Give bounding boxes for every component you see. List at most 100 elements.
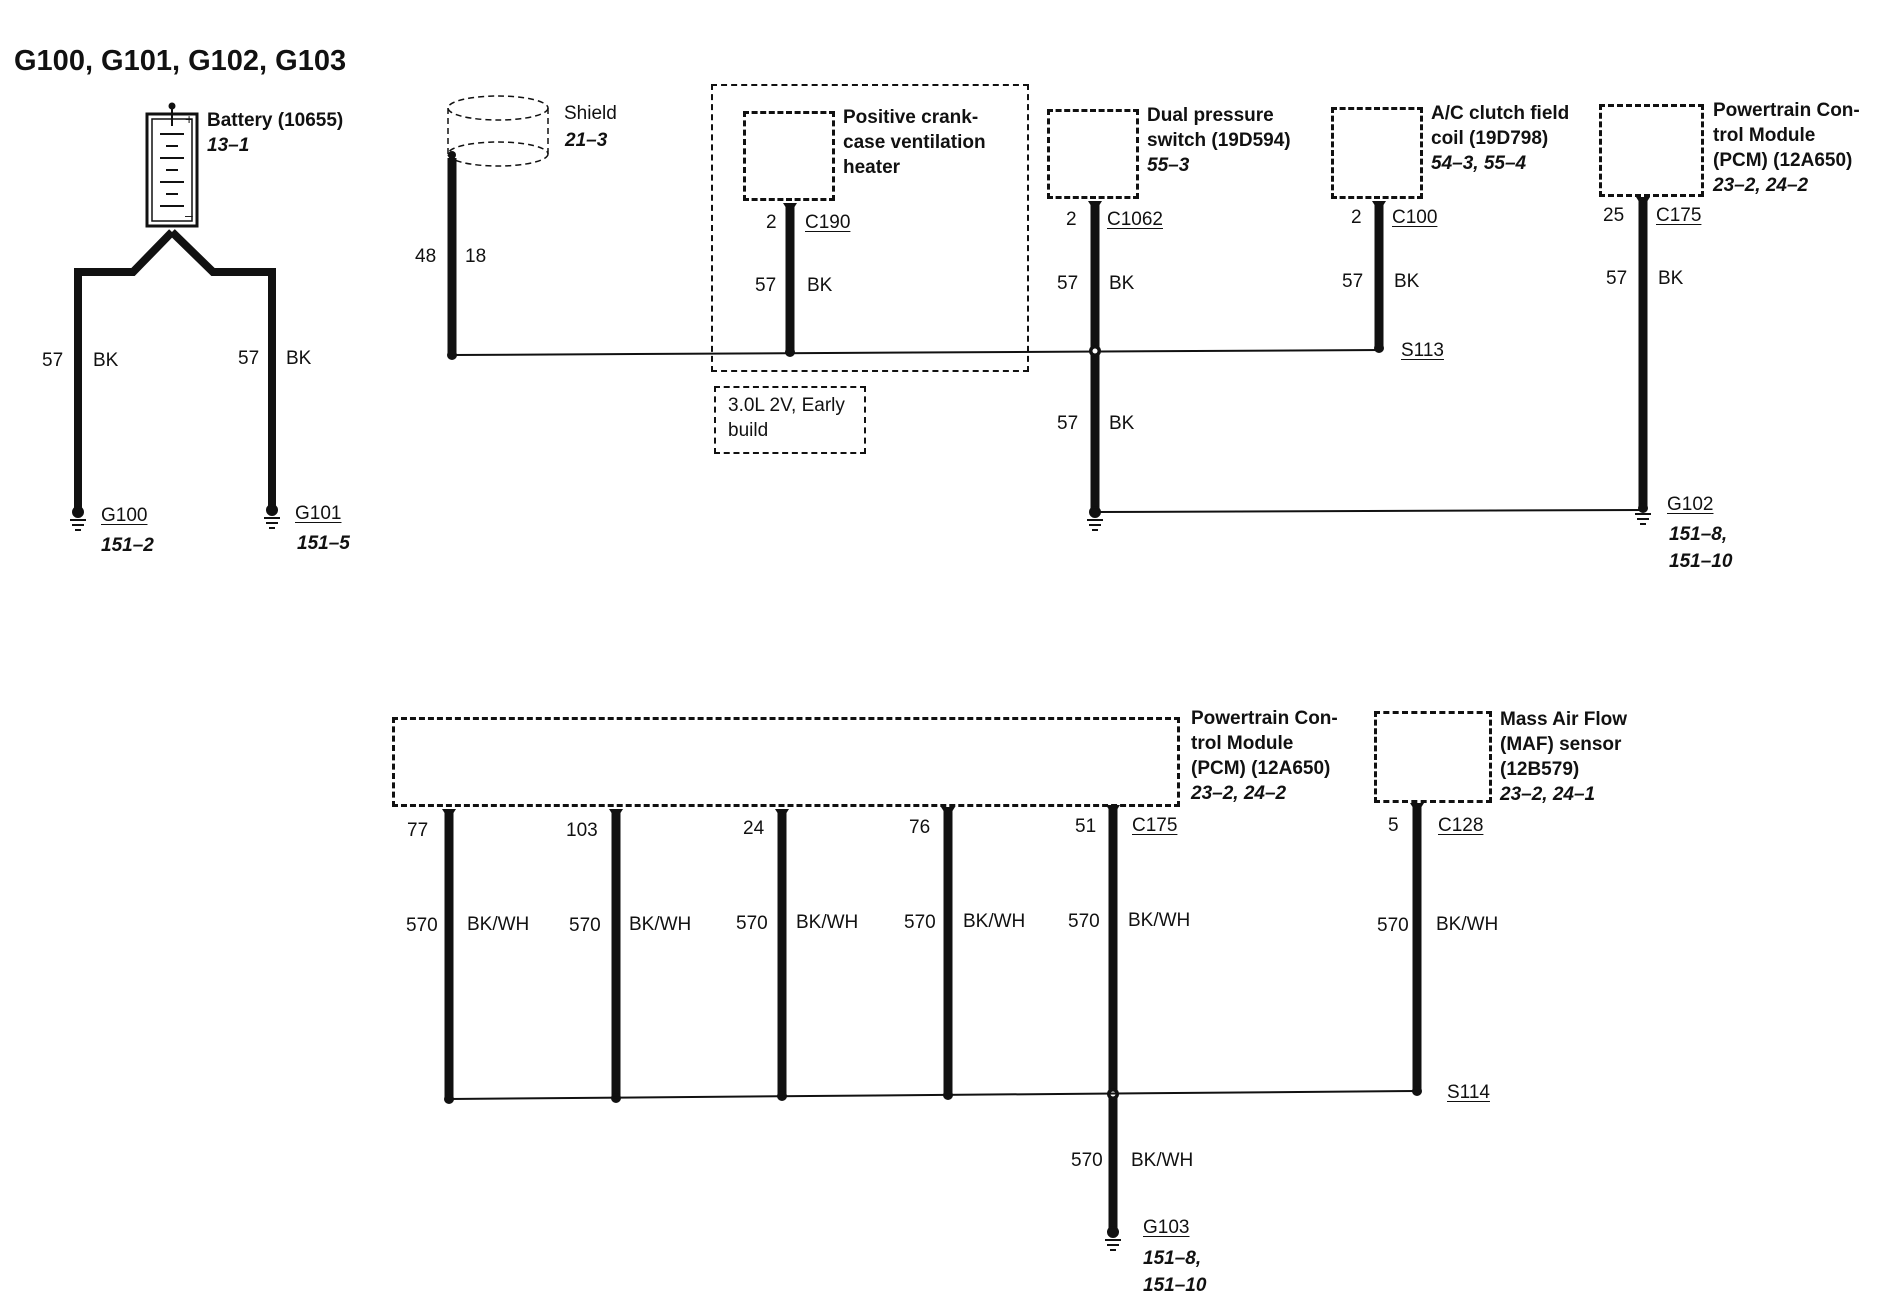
g103-ref-2: 151–10 [1143,1275,1207,1296]
pcm-bottom-box [392,717,1180,807]
pcm-bottom-color-5: BK/WH [1128,910,1191,931]
s114-color: BK/WH [1131,1150,1194,1171]
dual-pressure-name-1: Dual pressure [1147,105,1274,126]
pcm-bottom-name-3: (PCM) (12A650) [1191,758,1331,779]
maf-color: BK/WH [1436,914,1499,935]
page-title: G100, G101, G102, G103 [14,45,347,77]
pcv-circuit: 57 [755,275,777,296]
dual-pressure-name-2: switch (19D594) [1147,130,1291,151]
pcm-bottom-circuit-4: 570 [904,912,936,933]
pcm-bottom-connector: C175 [1132,815,1178,836]
shield-ref: 21–3 [565,130,608,151]
s114-circuit: 570 [1071,1150,1103,1171]
pcm-bottom-color-1: BK/WH [467,914,530,935]
dual-pressure-connector: C1062 [1107,209,1163,230]
maf-circuit: 570 [1377,915,1409,936]
dual-pressure-ref: 55–3 [1147,155,1190,176]
maf-box [1374,711,1492,803]
pcv-heater-option-box [711,84,1029,372]
pcm-bottom-name-2: trol Module [1191,733,1294,754]
dual-pressure-color: BK [1109,273,1135,294]
dual-pressure-lower-circuit: 57 [1057,413,1079,434]
dual-pressure-pin: 2 [1066,209,1077,230]
pcm-top-ref: 23–2, 24–2 [1713,175,1809,196]
pcm-top-name-2: trol Module [1713,125,1816,146]
svg-text:–: – [185,207,193,223]
pcm-top-connector: C175 [1656,205,1702,226]
pcm-bottom-color-4: BK/WH [963,911,1026,932]
g102-ref-2: 151–10 [1669,551,1733,572]
battery-ref: 13–1 [207,135,250,156]
ground-g103-symbol [1105,1226,1121,1251]
pcm-bottom-color-2: BK/WH [629,914,692,935]
pcv-connector: C190 [805,212,851,233]
dual-pressure-lower-color: BK [1109,413,1135,434]
pcv-heater-name-2: case ventilation [843,132,986,153]
maf-pin: 5 [1388,815,1399,836]
dual-pressure-circuit: 57 [1057,273,1079,294]
pcm-top-name-3: (PCM) (12A650) [1713,150,1853,171]
pcm-top-box [1599,104,1704,197]
g101-color: BK [286,348,312,369]
g101-ref: 151–5 [297,533,350,554]
pcm-bottom-circuit-2: 570 [569,915,601,936]
g100-label: G100 [101,505,148,526]
pcv-heater-box [743,111,835,201]
ground-g100-symbol [70,506,86,531]
g101-label: G101 [295,503,342,524]
svg-text:+: + [185,111,193,127]
maf-ref: 23–2, 24–1 [1500,784,1596,805]
pcv-pin: 2 [766,212,777,233]
maf-name-2: (MAF) sensor [1500,734,1622,755]
maf-name-1: Mass Air Flow [1500,709,1628,730]
g100-ref: 151–2 [101,535,154,556]
shield-pin-left: 48 [415,246,437,267]
g103-label: G103 [1143,1217,1190,1238]
pcm-bottom-circuit-3: 570 [736,913,768,934]
g100-circuit: 57 [42,350,64,371]
shield-pin-right: 18 [465,246,487,267]
pcm-bottom-pin-1: 77 [407,820,429,841]
pcm-top-circuit: 57 [1606,268,1628,289]
s114-label: S114 [1447,1082,1490,1103]
maf-connector: C128 [1438,815,1484,836]
battery-symbol: + – [145,102,199,228]
pcm-bottom-pin-4: 76 [909,817,931,838]
bottom-pcm-wires [442,805,1120,1230]
pcm-bottom-pin-5: 51 [1075,816,1097,837]
pcm-bottom-circuit-1: 570 [406,915,438,936]
ac-clutch-ref: 54–3, 55–4 [1431,153,1527,174]
pcv-color: BK [807,275,833,296]
shield-symbol [447,95,549,167]
pcv-note-1: 3.0L 2V, Early [728,395,845,416]
pcm-bottom-name-1: Powertrain Con- [1191,708,1338,729]
pcm-bottom-pin-3: 24 [743,818,765,839]
battery-name: Battery (10655) [207,110,344,131]
pcm-bottom-color-3: BK/WH [796,912,859,933]
dual-pressure-box [1047,109,1139,199]
shield-name: Shield [564,103,617,124]
maf-name-3: (12B579) [1500,759,1580,780]
ac-clutch-name-1: A/C clutch field [1431,103,1570,124]
pcm-bottom-ref: 23–2, 24–2 [1191,783,1287,804]
top-bus [451,349,1383,356]
pcm-top-name-1: Powertrain Con- [1713,100,1860,121]
g103-ref-1: 151–8, [1143,1248,1202,1269]
ground-g101-symbol [264,504,280,529]
ground-g102-symbol [1087,506,1651,531]
pcm-top-color: BK [1658,268,1684,289]
g101-circuit: 57 [238,348,260,369]
pcv-heater-name-1: Positive crank- [843,107,979,128]
ac-clutch-name-2: coil (19D798) [1431,128,1549,149]
g102-label: G102 [1667,494,1714,515]
g100-color: BK [93,350,119,371]
ac-clutch-connector: C100 [1392,207,1438,228]
pcv-note-2: build [728,420,769,441]
ac-clutch-box [1331,107,1423,199]
pcm-bottom-pin-2: 103 [566,820,598,841]
g102-ref-1: 151–8, [1669,524,1728,545]
pcm-bottom-circuit-5: 570 [1068,911,1100,932]
pcv-note-box [714,386,866,454]
battery-wires [74,229,276,508]
